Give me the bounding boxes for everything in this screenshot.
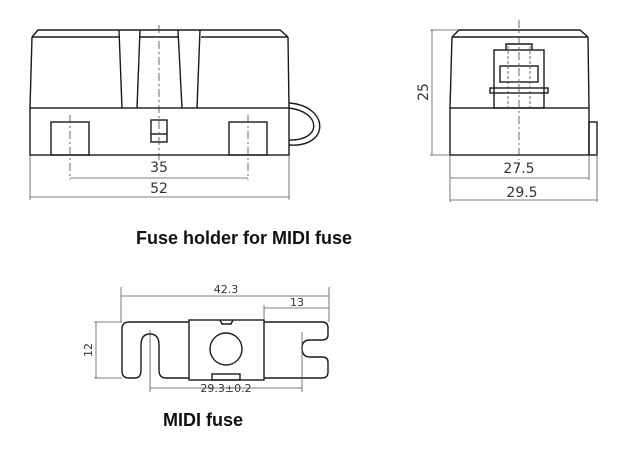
fuse-dimensions — [94, 287, 330, 392]
holder-front-centerlines — [69, 25, 249, 180]
holder-side-dimensions — [430, 29, 598, 202]
dim-25: 25 — [416, 83, 432, 101]
dim-29-5: 29.5 — [506, 185, 537, 201]
holder-front-view — [29, 29, 321, 156]
midi-fuse-drawing — [121, 319, 329, 381]
dim-42-3: 42.3 — [214, 283, 239, 296]
dim-35: 35 — [150, 160, 168, 176]
holder-side-hidden — [507, 46, 531, 108]
holder-front-dimensions — [29, 155, 290, 200]
holder-caption: Fuse holder for MIDI fuse — [136, 228, 353, 248]
dim-12: 12 — [82, 343, 95, 357]
fuse-caption: MIDI fuse — [163, 410, 244, 430]
dim-13: 13 — [290, 296, 304, 309]
dim-29-3: 29.3±0.2 — [200, 382, 251, 395]
dim-52: 52 — [150, 181, 168, 197]
dim-27-5: 27.5 — [503, 161, 534, 177]
holder-side-view — [449, 29, 598, 156]
